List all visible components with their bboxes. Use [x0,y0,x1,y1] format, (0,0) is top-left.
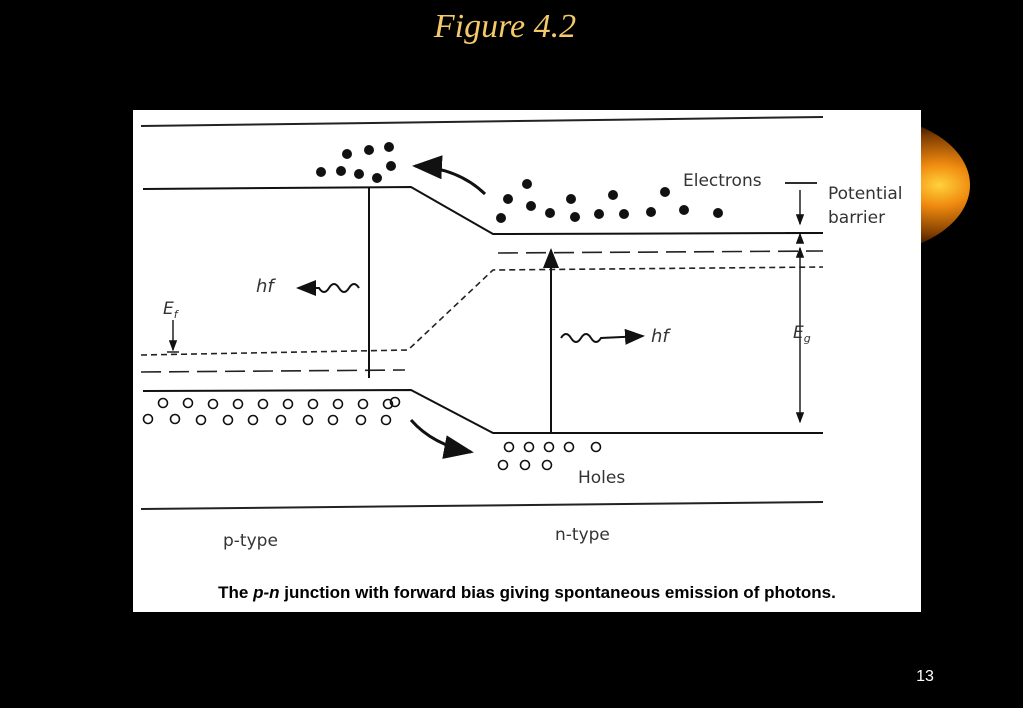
hole-circle [357,398,369,410]
hole-circle [307,398,319,410]
caption-emphasis: p-n [253,583,280,602]
hole-circle [332,398,344,410]
hole-circle [182,397,194,409]
electron-dot [354,169,364,179]
electron-dot [384,142,394,152]
hole-circle [207,398,219,410]
electron-dot [545,208,555,218]
photon-wave-right [560,328,645,345]
electron-dot [496,213,506,223]
hole-circle [503,441,515,453]
p-type-label: p-type [223,531,278,551]
top-surface-line [140,116,824,127]
electron-dot [503,194,513,204]
hole-circle [247,414,259,426]
slide-title: Figure 4.2 [433,8,577,45]
caption-prefix: The [218,583,254,602]
fermi-level-short-dash [140,266,824,356]
hole-circle [523,441,535,453]
hole-circle [543,441,555,453]
electron-dot [713,208,723,218]
hole-circle [142,413,154,425]
electron-flow-arrow [412,155,487,196]
hole-circle [282,398,294,410]
hole-circle [275,414,287,426]
hole-circle [497,459,509,471]
electron-dot [619,209,629,219]
hole-circle [257,398,269,410]
ef-label: Ef [163,299,180,321]
ef-label-sub: f [174,308,180,321]
holes-n-region [497,441,602,471]
electron-dot [336,166,346,176]
electron-dot [526,201,536,211]
electron-dot [570,212,580,222]
eg-label-main: E [793,323,804,343]
electron-dot [679,205,689,215]
electron-dot [566,194,576,204]
electron-dot [342,149,352,159]
eg-label: Eg [793,323,811,345]
hole-circle [157,397,169,409]
pn-junction-band-diagram: Electrons Potential barrier hf hf Ef Eg … [140,116,902,551]
potential-barrier-label-line1: Potential [828,184,902,204]
hole-circle [541,459,553,471]
electron-dot [522,179,532,189]
hole-circle [389,396,401,408]
fermi-level-long-dash-left [140,369,406,373]
hole-circle [563,441,575,453]
electron-dot [660,187,670,197]
electron-dot [316,167,326,177]
hf-left-label: hf [256,276,276,297]
electron-dot [364,145,374,155]
hole-circle [302,414,314,426]
hole-circle [380,414,392,426]
hole-circle [195,414,207,426]
figure-panel: Electrons Potential barrier hf hf Ef Eg … [133,110,921,612]
slide-number: 13 [916,668,934,685]
eg-label-sub: g [804,332,811,345]
ef-label-main: E [163,299,174,319]
conduction-band [142,185,824,236]
hf-right-label: hf [651,326,671,347]
potential-barrier-label-line2: barrier [828,208,885,228]
holes-label: Holes [578,468,625,488]
hole-circle [169,413,181,425]
electrons-p-region [316,142,396,183]
hole-circle [327,414,339,426]
hole-circle [355,414,367,426]
valence-band [142,388,823,434]
electrons-n-region [496,179,723,223]
holes-p-region [142,396,401,426]
hole-circle [222,414,234,426]
electron-dot [386,161,396,171]
electron-dot [608,190,618,200]
photon-wave-left [296,280,360,296]
caption-suffix: junction with forward bias giving sponta… [279,583,836,602]
hole-circle [519,459,531,471]
hole-circle [590,441,602,453]
hole-circle [232,398,244,410]
hole-circle [382,398,394,410]
bottom-surface-line [140,501,824,510]
electron-dot [646,207,656,217]
hole-flow-arrow [409,419,474,459]
n-type-label: n-type [555,525,610,545]
electron-dot [594,209,604,219]
figure-caption: The p-n junction with forward bias givin… [133,583,921,603]
electron-dot [372,173,382,183]
fermi-level-long-dash-right [497,250,824,254]
electrons-label: Electrons [683,171,762,191]
